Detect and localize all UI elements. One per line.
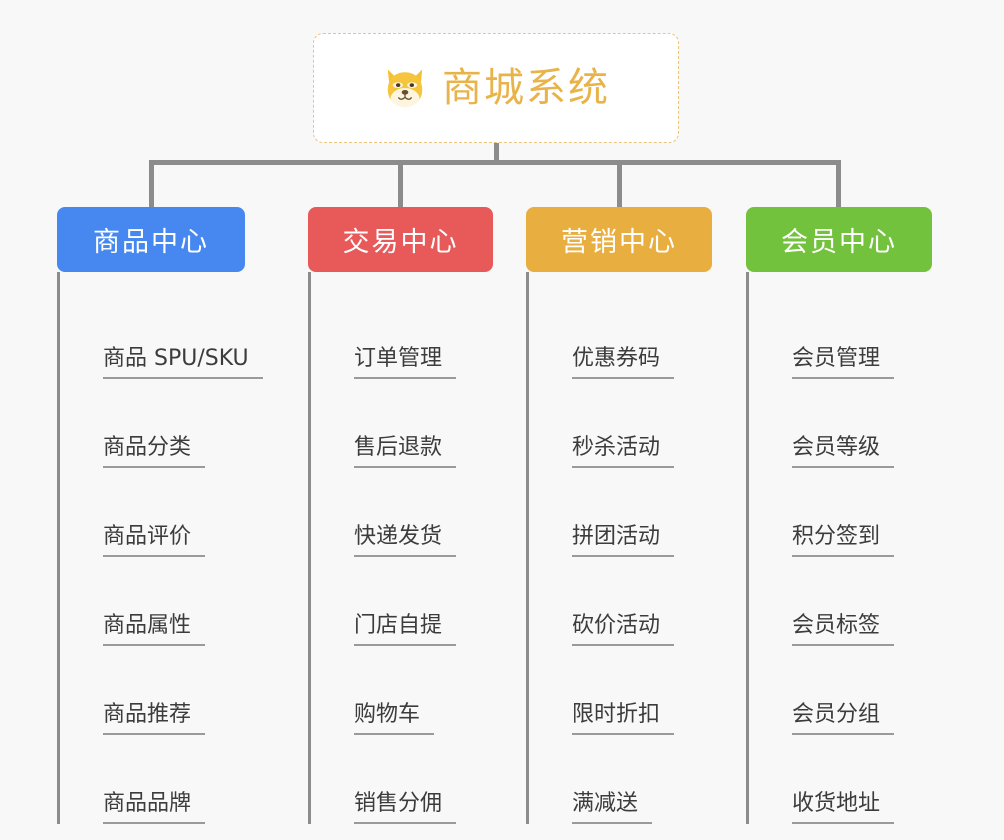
branch-header-3[interactable]: 营销中心	[526, 207, 712, 272]
branch-items-3: 优惠券码 秒杀活动 拼团活动 砍价活动 限时折扣 满减送	[526, 272, 712, 824]
list-item[interactable]: 门店自提	[314, 557, 493, 646]
list-item-label: 砍价活动	[572, 613, 675, 646]
list-item-label: 优惠券码	[572, 346, 675, 379]
list-item-label: 商品属性	[103, 613, 206, 646]
branch-items-2: 订单管理 售后退款 快递发货 门店自提 购物车 销售分佣	[308, 272, 493, 824]
list-item-label: 秒杀活动	[572, 435, 675, 468]
branch-column-3: 营销中心 优惠券码 秒杀活动 拼团活动 砍价活动 限时折扣 满减送	[526, 207, 712, 824]
root-title: 商城系统	[442, 65, 610, 111]
list-item[interactable]: 满减送	[532, 735, 712, 824]
list-item-label: 会员管理	[792, 346, 895, 379]
list-item-label: 商品品牌	[103, 791, 206, 824]
list-item-label: 会员等级	[792, 435, 895, 468]
list-item-label: 售后退款	[354, 435, 457, 468]
branch-header-1[interactable]: 商品中心	[57, 207, 245, 272]
list-item-label: 商品 SPU/SKU	[103, 346, 263, 379]
connector-drop-3	[617, 160, 622, 208]
branch-column-4: 会员中心 会员管理 会员等级 积分签到 会员标签 会员分组 收货地址	[746, 207, 932, 824]
root-node[interactable]: 商城系统	[313, 33, 679, 143]
list-item-label: 拼团活动	[572, 524, 675, 557]
list-item[interactable]: 优惠券码	[532, 290, 712, 379]
list-item[interactable]: 拼团活动	[532, 468, 712, 557]
list-item[interactable]: 订单管理	[314, 290, 493, 379]
connector-root-stem	[494, 143, 499, 164]
list-item-label: 会员分组	[792, 702, 895, 735]
list-item[interactable]: 销售分佣	[314, 735, 493, 824]
list-item[interactable]: 商品品牌	[63, 735, 245, 824]
branch-items-1: 商品 SPU/SKU 商品分类 商品评价 商品属性 商品推荐 商品品牌	[57, 272, 263, 824]
list-item[interactable]: 商品分类	[63, 379, 245, 468]
list-item[interactable]: 商品推荐	[63, 646, 245, 735]
list-item[interactable]: 购物车	[314, 646, 493, 735]
list-item-label: 积分签到	[792, 524, 895, 557]
list-item[interactable]: 商品 SPU/SKU	[63, 290, 263, 379]
list-item[interactable]: 商品评价	[63, 468, 245, 557]
list-item-label: 购物车	[354, 702, 435, 735]
connector-drop-4	[836, 160, 841, 208]
list-item[interactable]: 商品属性	[63, 557, 245, 646]
connector-bus	[149, 160, 841, 165]
branch-header-2[interactable]: 交易中心	[308, 207, 493, 272]
list-item[interactable]: 会员分组	[752, 646, 932, 735]
branch-column-2: 交易中心 订单管理 售后退款 快递发货 门店自提 购物车 销售分佣	[308, 207, 493, 824]
list-item[interactable]: 售后退款	[314, 379, 493, 468]
list-item-label: 会员标签	[792, 613, 895, 646]
list-item-label: 收货地址	[792, 791, 895, 824]
list-item[interactable]: 会员管理	[752, 290, 932, 379]
list-item[interactable]: 收货地址	[752, 735, 932, 824]
list-item[interactable]: 限时折扣	[532, 646, 712, 735]
list-item[interactable]: 积分签到	[752, 468, 932, 557]
list-item[interactable]: 会员等级	[752, 379, 932, 468]
connector-drop-2	[398, 160, 403, 208]
list-item-label: 商品评价	[103, 524, 206, 557]
list-item-label: 商品推荐	[103, 702, 206, 735]
shiba-dog-face-icon	[387, 69, 423, 107]
branch-column-1: 商品中心 商品 SPU/SKU 商品分类 商品评价 商品属性 商品推荐 商品品牌	[57, 207, 263, 824]
list-item[interactable]: 砍价活动	[532, 557, 712, 646]
list-item-label: 销售分佣	[354, 791, 457, 824]
list-item-label: 商品分类	[103, 435, 206, 468]
list-item-label: 快递发货	[354, 524, 457, 557]
branch-items-4: 会员管理 会员等级 积分签到 会员标签 会员分组 收货地址	[746, 272, 932, 824]
list-item[interactable]: 秒杀活动	[532, 379, 712, 468]
list-item-label: 限时折扣	[572, 702, 675, 735]
list-item-label: 满减送	[572, 791, 653, 824]
list-item-label: 订单管理	[354, 346, 457, 379]
branch-header-4[interactable]: 会员中心	[746, 207, 932, 272]
connector-drop-1	[149, 160, 154, 208]
list-item[interactable]: 会员标签	[752, 557, 932, 646]
list-item[interactable]: 快递发货	[314, 468, 493, 557]
list-item-label: 门店自提	[354, 613, 457, 646]
